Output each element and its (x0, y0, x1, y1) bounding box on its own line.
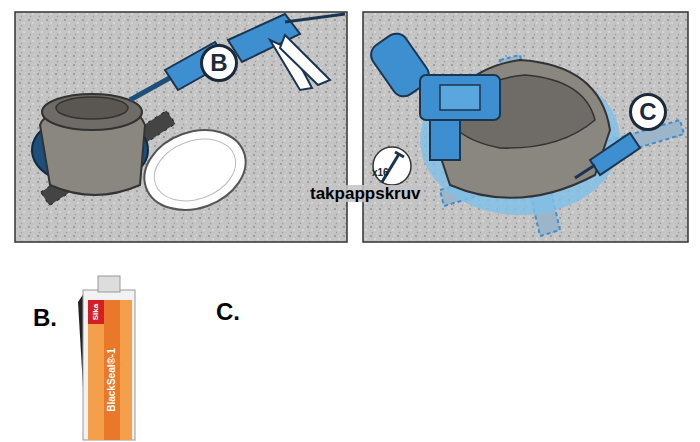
brand-label: Sika (92, 304, 100, 320)
callout-circle: C (629, 93, 667, 131)
callout-circle: B (200, 44, 238, 82)
screw-icon (373, 147, 411, 185)
fan-unit (366, 29, 500, 160)
note-label: takpappskruv (308, 185, 423, 202)
vent-lid (133, 117, 257, 224)
callout-letter: B (210, 51, 227, 75)
callout-letter: B. (33, 306, 57, 330)
caulking-gun (130, 14, 345, 100)
panel (15, 12, 347, 242)
quantity-label: x16 (372, 168, 389, 178)
caulking-nozzle (575, 133, 640, 178)
callout-letter: C (639, 100, 656, 124)
product-name: BlackSeal®-1 (107, 348, 117, 412)
roof-vent-sealed (420, 55, 684, 236)
panel (363, 12, 688, 242)
sealant-tube (78, 276, 135, 440)
callout-letter: C. (216, 300, 240, 324)
